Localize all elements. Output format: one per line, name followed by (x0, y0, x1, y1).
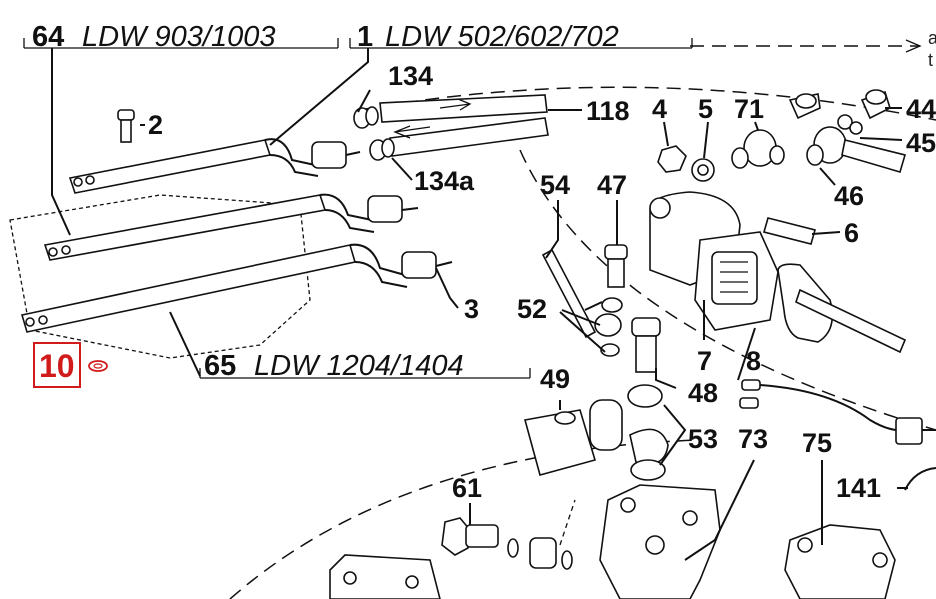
callout-141[interactable]: 141 (836, 473, 881, 503)
valve-top (311, 141, 361, 169)
bolt-47 (604, 244, 628, 288)
fuel-rail-bottom (20, 243, 408, 333)
highlight-box-10[interactable] (33, 342, 81, 388)
edge-text-top: a (928, 28, 936, 48)
engine-block-outline (9, 194, 311, 359)
header-65-num: 65 (204, 350, 236, 382)
push-rod (795, 288, 907, 354)
washer-10-icon[interactable] (88, 360, 108, 372)
washer-53-top (627, 384, 663, 408)
callout-3[interactable]: 3 (464, 294, 479, 324)
clamp-134 (353, 106, 379, 129)
dash-curve-upper (359, 86, 936, 121)
callout-47[interactable]: 47 (597, 170, 627, 200)
callout-5[interactable]: 5 (698, 94, 713, 124)
callout-53[interactable]: 53 (688, 424, 718, 454)
callout-7[interactable]: 7 (697, 346, 712, 376)
callout-118[interactable]: 118 (586, 96, 630, 126)
header-1-model: LDW 502/602/702 (385, 21, 619, 53)
washer-53-bottom (630, 459, 666, 481)
banjo-52 (594, 297, 623, 357)
bracket-75 (784, 524, 896, 599)
bolt-48 (631, 317, 661, 373)
callout-48[interactable]: 48 (688, 378, 718, 408)
callout-6[interactable]: 6 (844, 218, 859, 248)
callout-71[interactable]: 71 (734, 94, 764, 124)
header-1-num: 1 (357, 21, 373, 53)
ring-lower-left (507, 538, 519, 558)
callout-2[interactable]: 2 (148, 110, 163, 140)
dash-curve-right (519, 149, 936, 431)
bolt-61 (441, 517, 499, 556)
sensor-wire-harness (739, 379, 936, 445)
clip-141 (904, 467, 936, 491)
banjo-fitting-44-46 (806, 89, 907, 173)
callout-45[interactable]: 45 (906, 128, 936, 158)
header-65-model: LDW 1204/1404 (254, 350, 464, 382)
clamp-134a (369, 138, 395, 161)
valve-bottom (401, 251, 453, 279)
callout-134[interactable]: 134 (388, 61, 433, 91)
fuel-rail-top (68, 138, 319, 194)
callout-49[interactable]: 49 (540, 364, 570, 394)
header-64-model: LDW 903/1003 (82, 21, 275, 53)
bolt-2 (117, 109, 135, 143)
callout-54[interactable]: 54 (540, 170, 570, 200)
fuel-rail-middle (43, 193, 375, 261)
callout-134a[interactable]: 134a (414, 166, 475, 196)
banjo-fitting-71 (731, 93, 821, 169)
hose-118 (379, 94, 549, 157)
pin-6 (763, 217, 816, 245)
solenoid-49 (523, 399, 669, 476)
fuel-pump-7 (649, 191, 779, 331)
callout-75[interactable]: 75 (802, 428, 832, 458)
leader-lines (23, 38, 908, 561)
callout-46[interactable]: 46 (834, 181, 864, 211)
callout-52[interactable]: 52 (517, 294, 547, 324)
edge-text-bottom: t (928, 50, 933, 70)
header-64-num: 64 (32, 21, 64, 53)
arrow-head-top-right (905, 39, 922, 53)
callout-8[interactable]: 8 (746, 346, 761, 376)
spacer-lower (529, 537, 557, 569)
highlight-number-10[interactable]: 10 (39, 348, 75, 384)
bracket-lower-left (329, 554, 441, 599)
nut-4 (657, 145, 687, 173)
rod-54 (541, 248, 597, 339)
callout-73[interactable]: 73 (738, 424, 768, 454)
valve-middle (367, 195, 419, 223)
callout-61[interactable]: 61 (452, 473, 482, 503)
dash-arrow-lower (559, 499, 576, 546)
callout-4[interactable]: 4 (652, 94, 667, 124)
callout-44[interactable]: 44 (906, 94, 936, 124)
ring-lower-right (561, 550, 573, 570)
bracket-73 (599, 484, 721, 599)
